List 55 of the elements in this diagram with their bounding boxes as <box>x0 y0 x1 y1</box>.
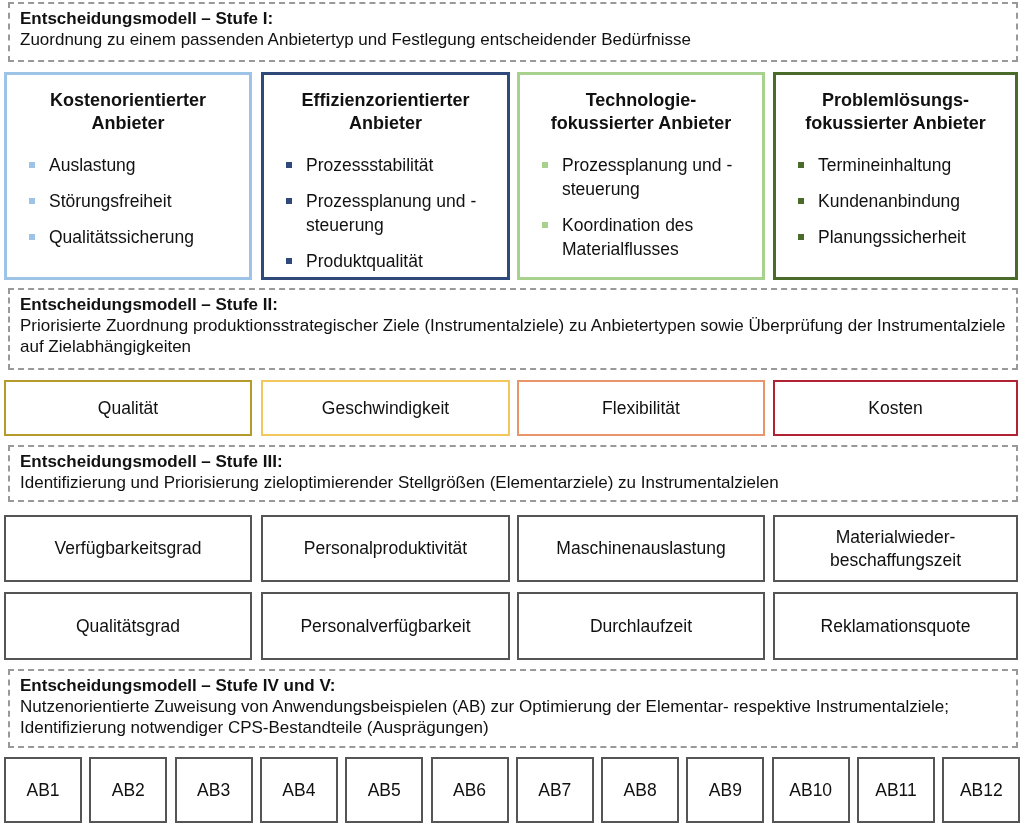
bullet-item: Produktqualität <box>276 249 495 273</box>
provider-title: Effizienzorientierter Anbieter <box>300 89 471 135</box>
target-box: Qualitätsgrad <box>4 592 252 660</box>
stage-panel <box>8 288 1018 370</box>
bullet-item: Auslastung <box>19 153 237 177</box>
stage-heading: Entscheidungsmodell – Stufe II: <box>20 294 279 315</box>
example-box: AB6 <box>430 757 509 823</box>
example-box: AB4 <box>259 757 338 823</box>
provider-title: Kostenorientierter Anbieter <box>48 89 207 135</box>
example-box: AB10 <box>771 757 850 823</box>
bullet-item: Planungssicherheit <box>788 225 1003 249</box>
bullet-item: Qualitätssicherung <box>19 225 237 249</box>
bullet-item: Termineinhaltung <box>788 153 1003 177</box>
target-box: Materialwieder-beschaffungszeit <box>773 515 1018 582</box>
stage-panel <box>8 2 1018 62</box>
bullet-item: Prozessplanung und -steuerung <box>276 189 495 237</box>
stage-heading: Entscheidungsmodell – Stufe I: <box>20 8 275 29</box>
provider-title: Technologie-fokussierter Anbieter <box>549 89 733 135</box>
goal-box: Flexibilität <box>517 380 765 436</box>
provider-card <box>517 72 765 280</box>
stage-panel <box>8 445 1018 502</box>
stage-description: Priorisierte Zuordnung produktionsstrategischer Ziele (Instrumentalziele) zu Anbietertypen sowie Überprüfung der Instrumentalziele auf Zielabhängigkeiten <box>20 316 1006 356</box>
target-box: Personalverfügbarkeit <box>261 592 510 660</box>
stage-description: Nutzenorientierte Zuweisung von Anwendungsbeispielen (AB) zur Optimierung der Elementar- respektive Instrumentalziele; Identifizierung notwendiger CPS-Bestandteile (Ausprägungen) <box>20 697 949 737</box>
stage-description: Identifizierung und Priorisierung zieloptimierender Stellgrößen (Elementarziele) zu Instrumentalzielen <box>20 473 779 492</box>
target-box <box>8 669 1018 748</box>
provider-card <box>261 72 510 280</box>
bullet-item: Prozessplanung und -steuerung <box>532 153 750 201</box>
target-box: Reklamationsquote <box>773 592 1018 660</box>
target-box: Personalproduktivität <box>261 515 510 582</box>
goal-box: Kosten <box>773 380 1018 436</box>
provider-card <box>4 72 252 280</box>
stage-description: Zuordnung zu einem passenden Anbietertyp und Festlegung entscheidender Bedürfnisse <box>20 30 691 49</box>
example-box: AB7 <box>515 757 594 823</box>
example-box: AB2 <box>89 757 168 823</box>
example-box: AB5 <box>345 757 424 823</box>
example-box: AB11 <box>857 757 935 823</box>
bullet-item: Störungsfreiheit <box>19 189 237 213</box>
target-box: Verfügbarkeitsgrad <box>4 515 252 582</box>
goal-box: Qualität <box>4 380 252 436</box>
example-box: AB1 <box>4 757 82 823</box>
bullet-item: Prozessstabilität <box>276 153 495 177</box>
provider-title: Problemlösungs-fokussierter Anbieter <box>804 89 987 135</box>
stage-heading: Entscheidungsmodell – Stufe IV und V: <box>20 675 337 696</box>
bullet-item: Kundenanbindung <box>788 189 1003 213</box>
bullet-item: Koordination des Materialflusses <box>532 213 750 261</box>
example-box: AB8 <box>601 757 680 823</box>
stage-heading: Entscheidungsmodell – Stufe III: <box>20 451 284 472</box>
target-box: Maschinenauslastung <box>517 515 765 582</box>
provider-card <box>773 72 1018 280</box>
target-box: Durchlaufzeit <box>517 592 765 660</box>
example-box: AB9 <box>686 757 765 823</box>
example-box: AB12 <box>942 757 1021 823</box>
goal-box: Geschwindigkeit <box>261 380 510 436</box>
example-box: AB3 <box>174 757 253 823</box>
